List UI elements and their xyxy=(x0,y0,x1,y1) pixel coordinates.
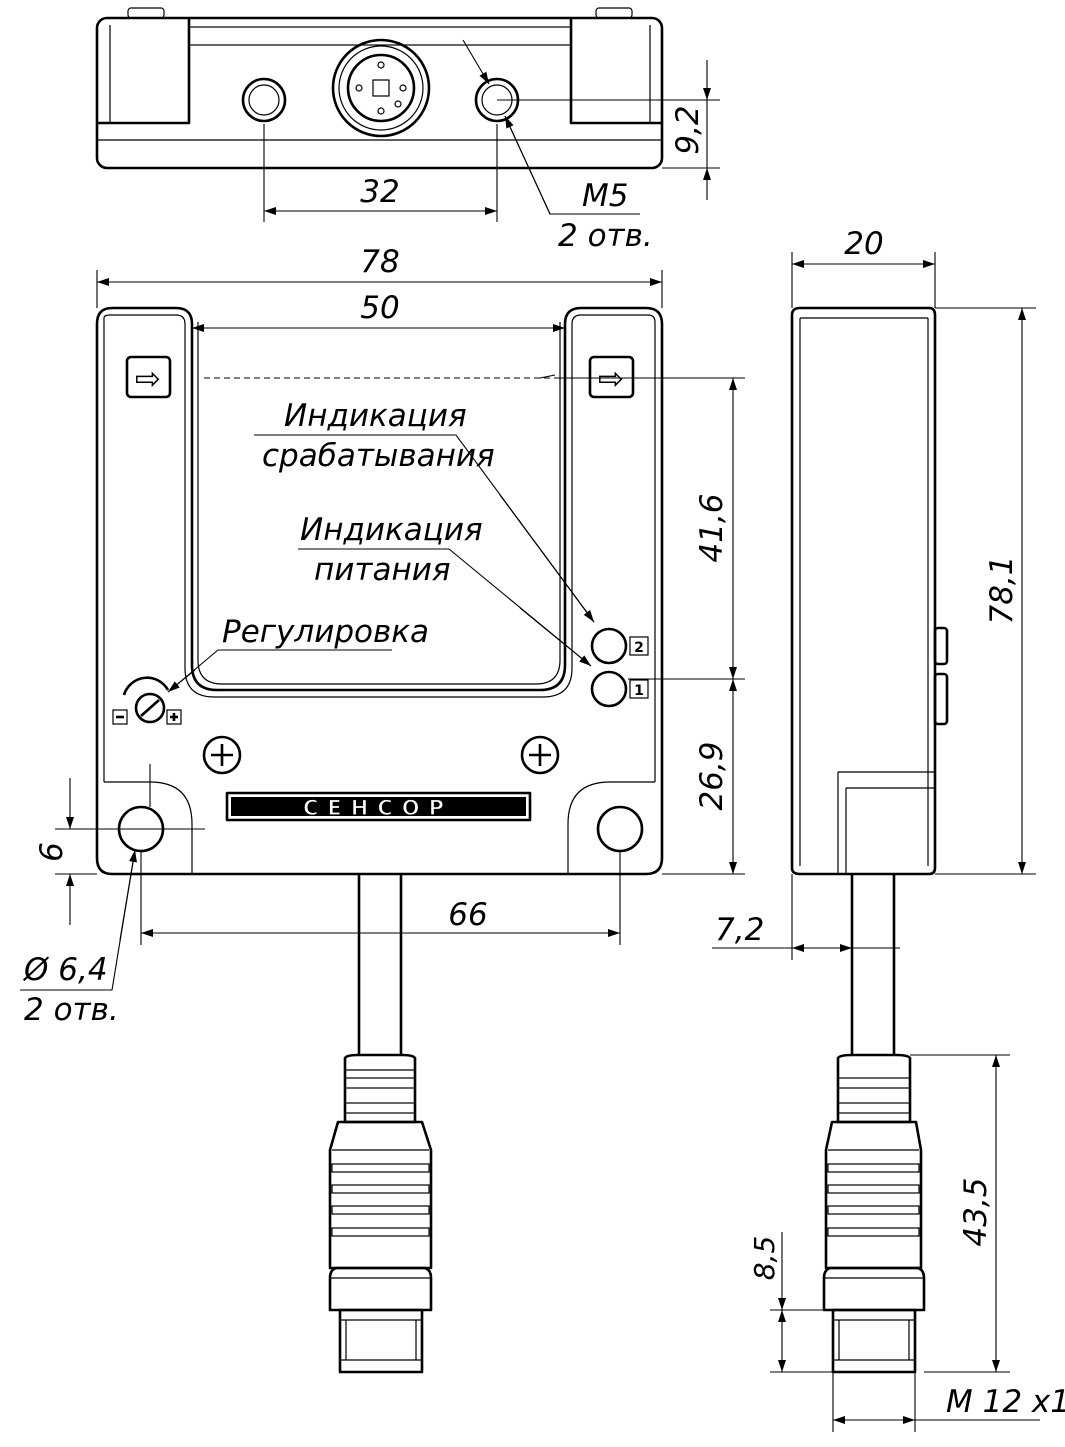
dim-width-total: 78 xyxy=(360,244,399,280)
brand-logo: СЕНСОР xyxy=(225,791,532,822)
side-view: 20 78,1 7,2 43,5 8,5 M 12 x1 xyxy=(712,226,1065,1432)
m12-plug-side xyxy=(822,1053,926,1374)
dim-mount-spacing: 66 xyxy=(448,897,487,933)
top-view: 32 9,2 M5 2 отв. xyxy=(95,7,720,254)
dim-led-to-bottom: 26,9 xyxy=(694,741,730,810)
thread-m5-count: 2 отв. xyxy=(558,218,653,254)
thread-m12-label: M 12 x1 xyxy=(946,1384,1065,1420)
dim-top-height: 9,2 xyxy=(670,105,706,154)
mount-hole-left xyxy=(241,77,287,123)
front-view: ⇨ ⇨ 2 1 xyxy=(20,244,745,1374)
dim-axis-to-led: 41,6 xyxy=(694,493,730,562)
led-power: 1 xyxy=(590,670,649,708)
arrow-icon: ⇨ xyxy=(135,361,161,397)
callout-switching-line1: Индикация xyxy=(284,398,467,434)
dim-depth: 20 xyxy=(844,226,883,262)
dim-hole-spacing: 32 xyxy=(360,174,399,210)
led-2-label: 2 xyxy=(634,640,644,656)
callout-adjust: Регулировка xyxy=(222,614,429,650)
screw-left-icon xyxy=(202,735,242,775)
thread-m5-label: M5 xyxy=(582,178,628,214)
receiver-window: ⇨ xyxy=(588,355,635,399)
hole-count-label: 2 отв. xyxy=(24,992,119,1028)
m12-plug xyxy=(328,1053,433,1374)
screw-right-icon xyxy=(520,735,560,775)
brand-text: СЕНСОР xyxy=(303,796,453,820)
dim-thread-length: 8,5 xyxy=(748,1236,781,1281)
dim-cable-offset: 7,2 xyxy=(715,912,764,948)
hole-diameter-label: Ø 6,4 xyxy=(22,952,108,988)
adjust-knob xyxy=(112,676,182,725)
cable xyxy=(357,874,403,1055)
dim-connector-length: 43,5 xyxy=(958,1177,994,1246)
m12-socket xyxy=(331,38,431,138)
led-switching: 2 xyxy=(590,627,649,665)
mount-hole-right xyxy=(596,805,644,853)
dim-hole-offset: 6 xyxy=(34,842,70,862)
arrow-icon: ⇨ xyxy=(598,361,624,397)
emitter-window: ⇨ xyxy=(125,355,172,399)
callout-switching-line2: срабатывания xyxy=(262,438,495,474)
callout-power-line2: питания xyxy=(314,552,451,588)
led-1-label: 1 xyxy=(634,683,644,699)
dim-slot-width: 50 xyxy=(360,290,399,326)
dim-height-total: 78,1 xyxy=(984,555,1020,624)
callout-power-line1: Индикация xyxy=(300,512,483,548)
